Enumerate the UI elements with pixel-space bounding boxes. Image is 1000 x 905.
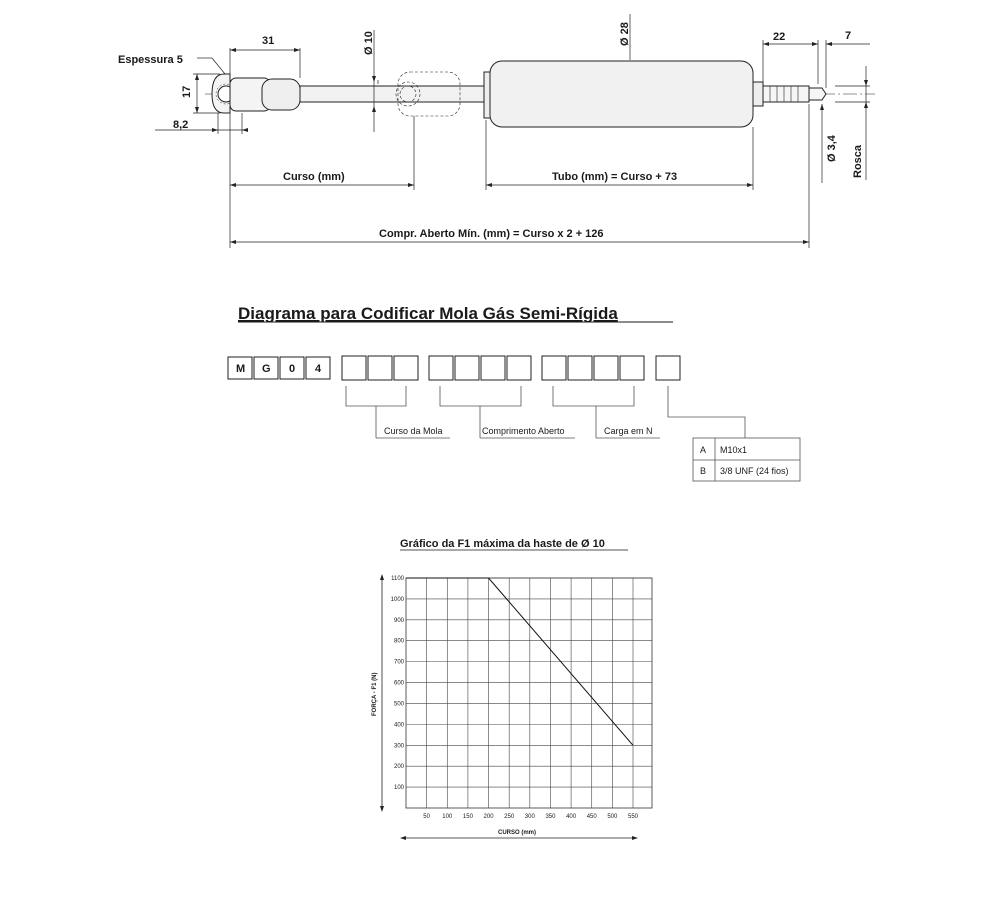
chart-x-tick-label: 150 bbox=[463, 814, 474, 820]
option-a-key: A bbox=[700, 445, 706, 455]
chart-y-tick-label: 300 bbox=[394, 743, 405, 749]
chart-y-tick-label: 100 bbox=[394, 785, 405, 791]
option-b-value: 3/8 UNF (24 fios) bbox=[720, 466, 789, 476]
code-prefix-0: 0 bbox=[289, 363, 295, 375]
thread-option-box bbox=[655, 355, 681, 381]
dim-17-label: 17 bbox=[181, 86, 193, 98]
group-label-load: Carga em N bbox=[604, 426, 653, 436]
chart-y-tick-label: 1100 bbox=[391, 576, 405, 582]
dim-7-label: 7 bbox=[845, 30, 851, 42]
f1-chart: 50 100 150 200 250 300 350 400 450 500 550 100 200 30… bbox=[380, 574, 653, 840]
chart-x-tick-label: 100 bbox=[442, 814, 453, 820]
chart-x-tick-label: 350 bbox=[545, 814, 556, 820]
group-label-stroke: Curso da Mola bbox=[384, 426, 443, 436]
chart-y-tick-label: 1000 bbox=[391, 597, 405, 603]
stroke-digit-box bbox=[367, 355, 393, 381]
thread-tip bbox=[808, 87, 827, 101]
dim-31-label: 31 bbox=[262, 35, 274, 47]
chart-x-tick-label: 450 bbox=[587, 814, 598, 820]
chart-x-tick-label: 550 bbox=[628, 814, 639, 820]
chart-x-axis-arrow-left bbox=[400, 836, 406, 840]
stroke-digit-box bbox=[393, 355, 419, 381]
chart-x-axis-label: CURSO (mm) bbox=[498, 830, 536, 836]
gas-spring-drawing bbox=[205, 60, 875, 128]
code-prefix-boxes bbox=[227, 356, 331, 380]
rod-diameter-label: Ø 10 bbox=[363, 31, 375, 55]
chart-x-tick-label: 300 bbox=[525, 814, 536, 820]
phantom-eye bbox=[395, 71, 461, 117]
chart-plot-area bbox=[405, 577, 653, 809]
code-prefix-m: M bbox=[236, 363, 245, 375]
chart-y-tick-label: 500 bbox=[394, 701, 405, 707]
load-digit-box bbox=[619, 355, 645, 381]
chart-y-axis-label: FORÇA - F1 (N) bbox=[372, 673, 378, 716]
hole-diameter-label: Ø 3,4 bbox=[826, 134, 838, 162]
chart-y-axis-arrow-up bbox=[380, 574, 384, 580]
chart-x-tick-label: 500 bbox=[607, 814, 618, 820]
length-digit-box bbox=[428, 355, 454, 381]
stroke-label: Curso (mm) bbox=[283, 171, 345, 183]
thickness-label: Espessura 5 bbox=[118, 54, 183, 66]
chart-y-tick-label: 700 bbox=[394, 660, 405, 666]
chart-y-tick-label: 600 bbox=[394, 681, 405, 687]
rod-eye-neck bbox=[261, 78, 301, 111]
chart-title: Gráfico da F1 máxima da haste de Ø 10 bbox=[400, 538, 605, 550]
dim-8-2-label: 8,2 bbox=[173, 119, 188, 131]
chart-x-tick-label: 400 bbox=[566, 814, 577, 820]
dim-22-label: 22 bbox=[773, 31, 785, 43]
chart-y-tick-label: 800 bbox=[394, 639, 405, 645]
chart-x-tick-label: 250 bbox=[504, 814, 515, 820]
length-digit-box bbox=[454, 355, 480, 381]
dimension-arrows bbox=[195, 42, 868, 244]
code-input-boxes bbox=[341, 355, 681, 381]
dimension-lines bbox=[155, 14, 870, 248]
stroke-digit-box bbox=[341, 355, 367, 381]
length-digit-box bbox=[506, 355, 532, 381]
code-brackets bbox=[345, 386, 746, 439]
option-b-key: B bbox=[700, 466, 706, 476]
tube-end-collar bbox=[752, 81, 764, 107]
chart-x-axis-arrow-right bbox=[632, 836, 638, 840]
tube-diameter-label: Ø 28 bbox=[619, 22, 631, 46]
chart-y-tick-label: 400 bbox=[394, 722, 405, 728]
length-digit-box bbox=[480, 355, 506, 381]
tube-formula-label: Tubo (mm) = Curso + 73 bbox=[552, 171, 677, 183]
chart-x-tick-label: 50 bbox=[423, 814, 430, 820]
option-a-value: M10x1 bbox=[720, 445, 747, 455]
chart-y-axis-arrow-down bbox=[380, 806, 384, 812]
group-label-length: Comprimento Aberto bbox=[482, 426, 565, 436]
load-digit-box bbox=[541, 355, 567, 381]
chart-series-line bbox=[406, 577, 634, 746]
code-prefix-4: 4 bbox=[315, 363, 322, 375]
load-digit-box bbox=[593, 355, 619, 381]
code-diagram-title: Diagrama para Codificar Mola Gás Semi-Rí… bbox=[238, 304, 618, 323]
chart-x-tick-label: 200 bbox=[484, 814, 495, 820]
tube-body bbox=[489, 60, 754, 128]
chart-y-tick-label: 900 bbox=[394, 618, 405, 624]
thread-options-table bbox=[692, 437, 801, 482]
length-formula-label: Compr. Aberto Mín. (mm) = Curso x 2 + 12… bbox=[379, 228, 604, 240]
code-prefix-g: G bbox=[262, 363, 271, 375]
chart-y-tick-label: 200 bbox=[394, 764, 405, 770]
load-digit-box bbox=[567, 355, 593, 381]
thread-label: Rosca bbox=[852, 144, 864, 178]
